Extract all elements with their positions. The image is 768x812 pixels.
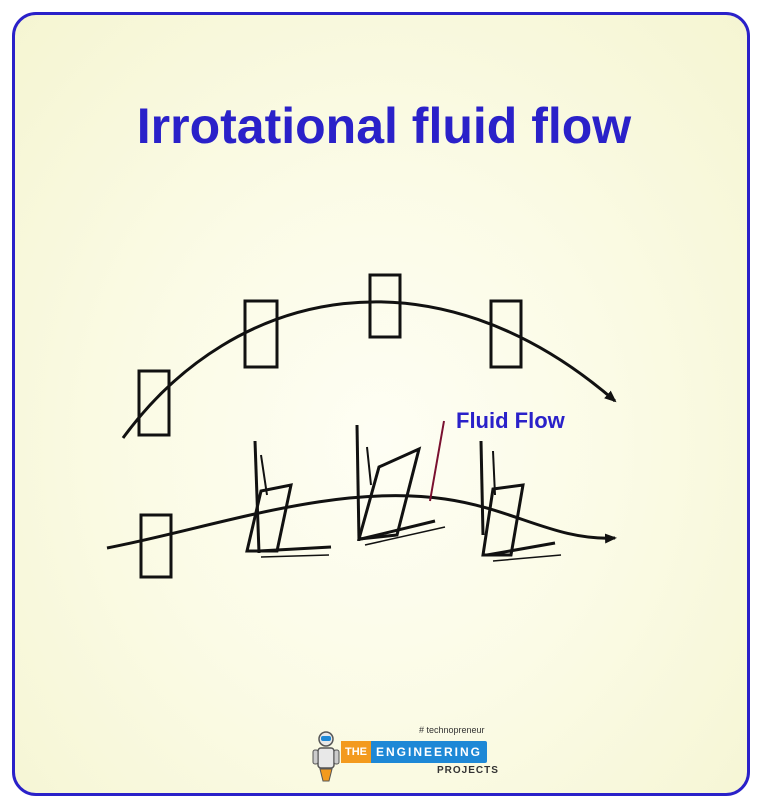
lower-element-4 [479,440,562,562]
upper-element-1 [137,369,171,437]
page-title: Irrotational fluid flow [136,98,632,154]
logo-band: THE ENGINEERING [341,741,487,763]
brand-logo: # technopreneur THE ENGINEERING PROJECTS [311,725,498,789]
upper-flow-curve [121,300,617,439]
logo-the: THE [341,741,371,763]
diagram-frame: Irrotational fluid flow [12,12,750,796]
upper-element-2 [243,299,279,369]
robot-icon [312,731,340,782]
upper-element-4 [489,299,523,369]
logo-tagline: # technopreneur [419,725,485,735]
lower-element-2 [245,440,332,558]
fluid-flow-label: Fluid Flow [456,408,566,433]
flow-diagram: Fluid Flow [106,273,617,579]
lower-element-3 [355,424,446,546]
lower-flow-curve [106,494,617,550]
lower-element-1 [139,513,173,579]
upper-element-3 [368,273,402,339]
label-leader-line [429,420,445,502]
logo-engineering: ENGINEERING [376,745,483,759]
logo-projects: PROJECTS [437,765,499,776]
